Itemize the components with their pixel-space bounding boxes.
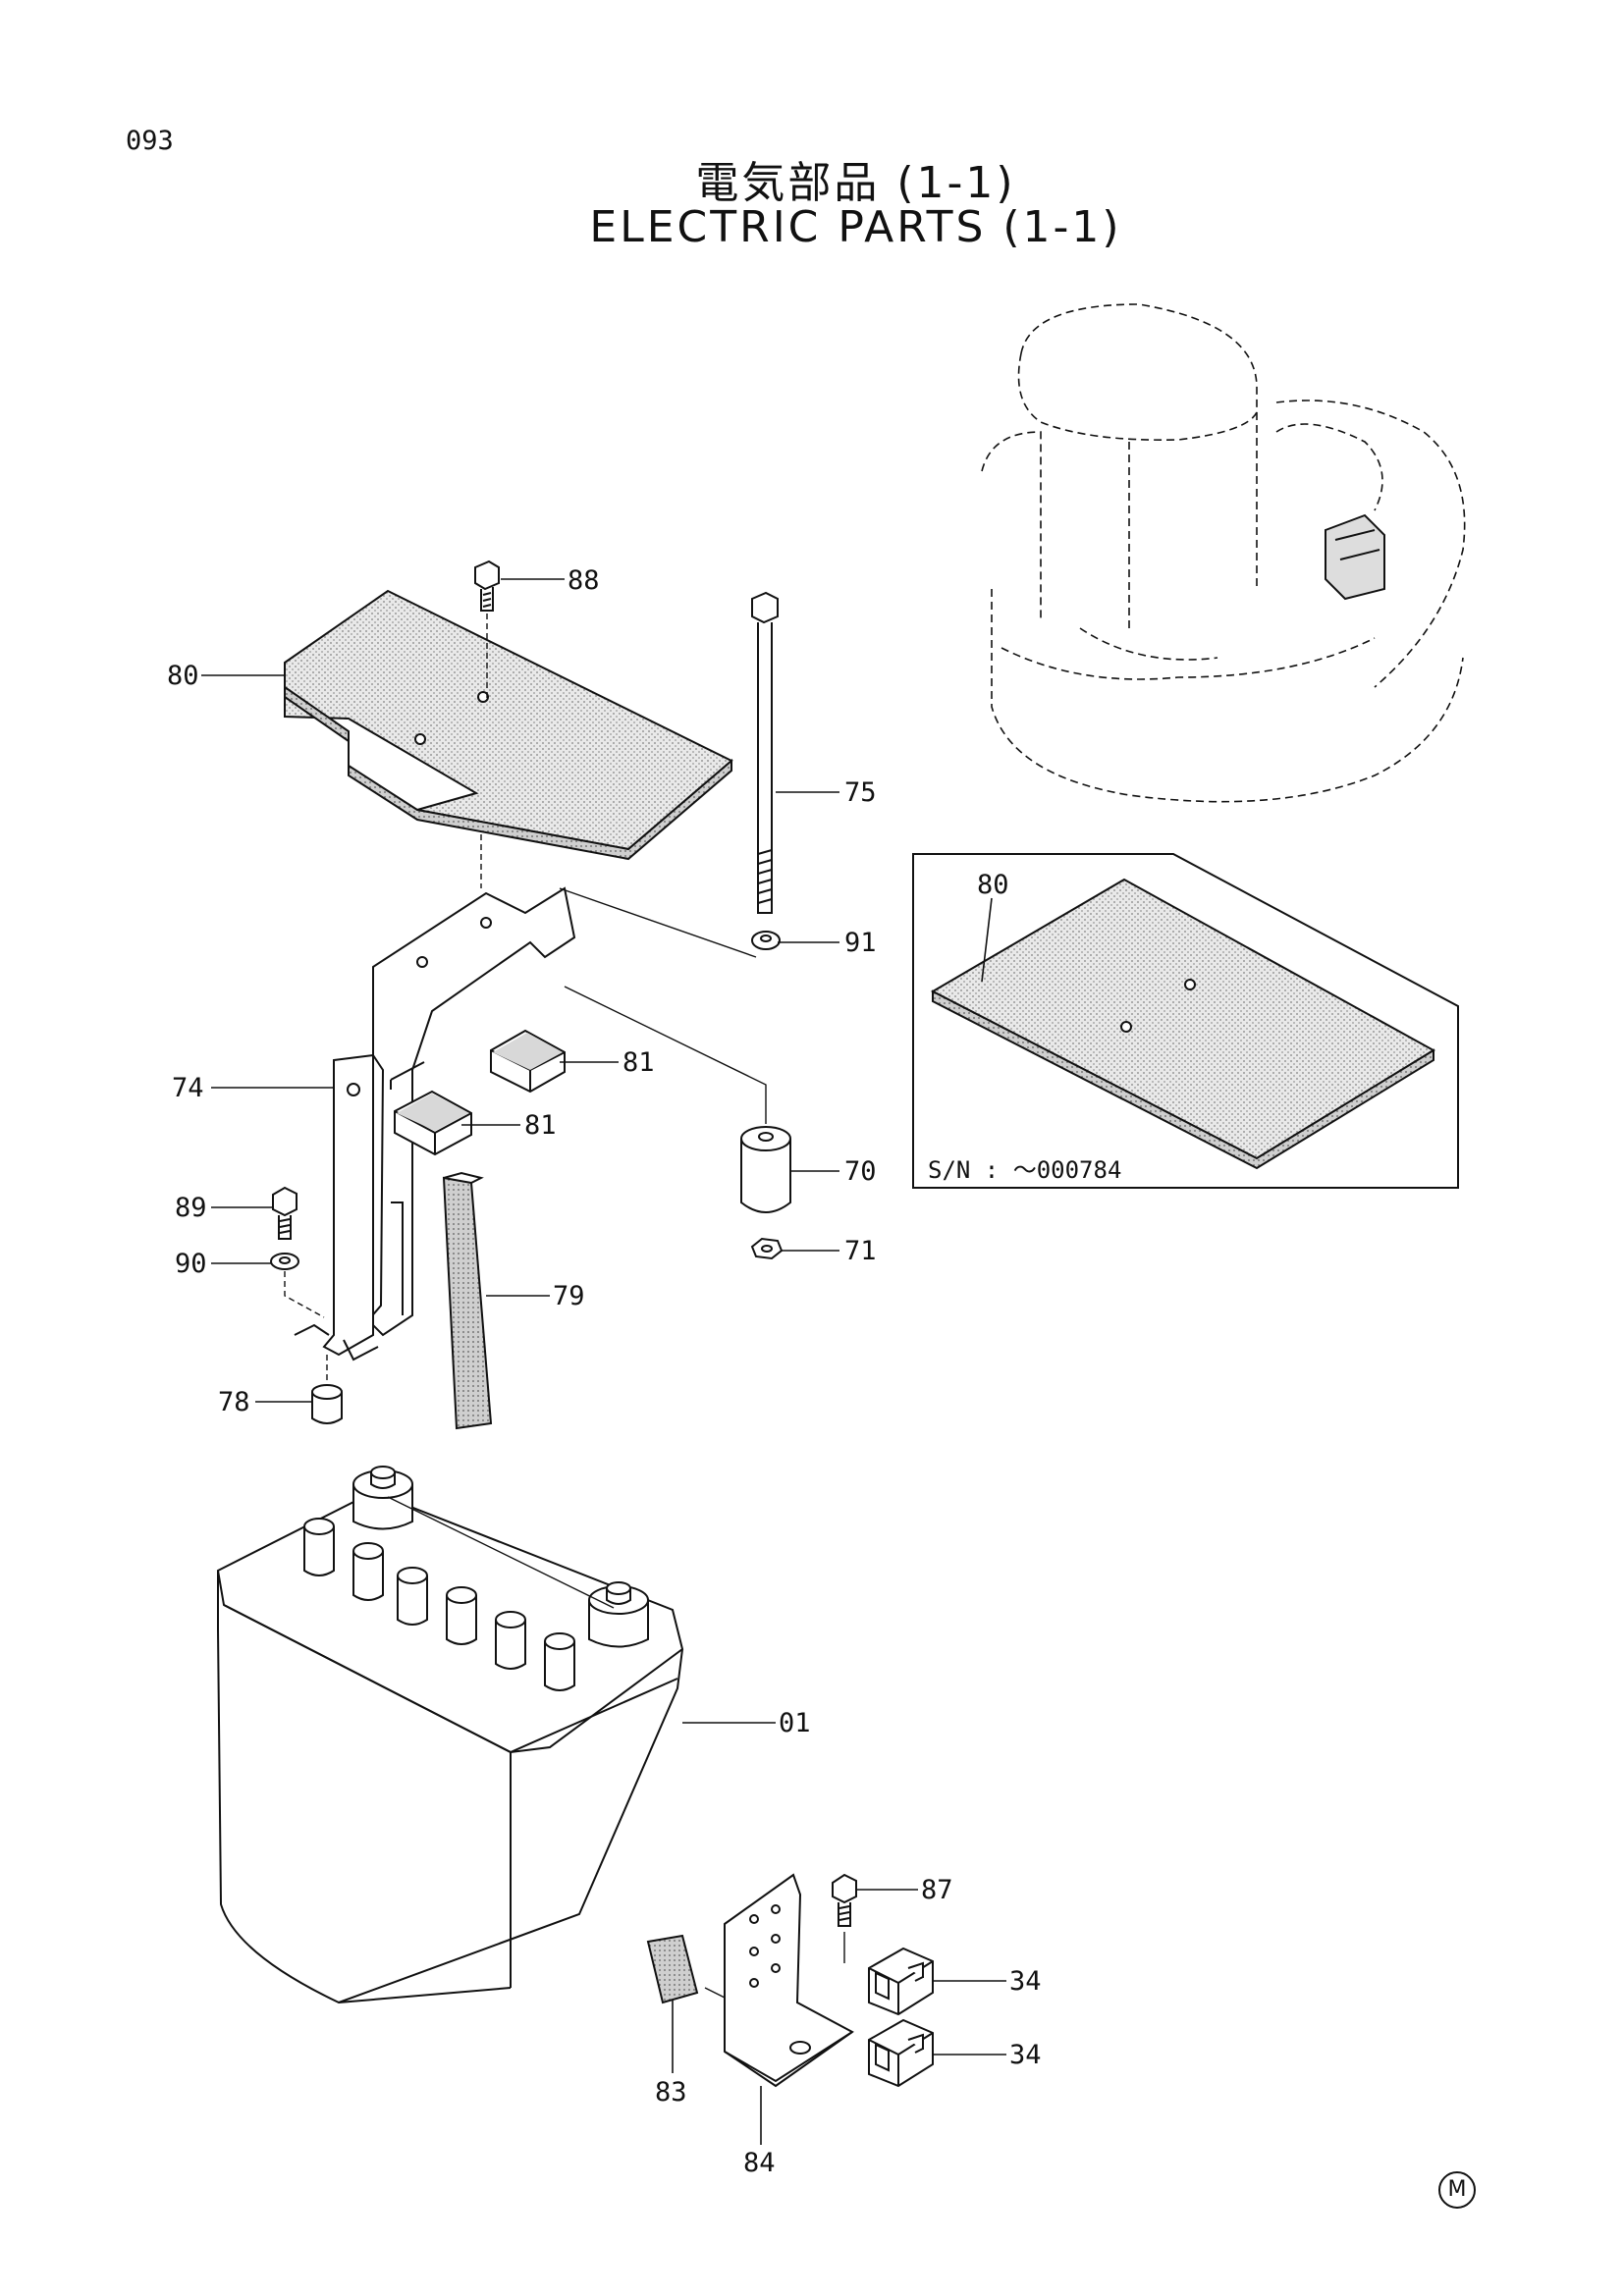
part-71-nut [750, 1237, 784, 1260]
part-34-connector-upper [868, 1947, 934, 2016]
footer-m-mark: M [1438, 2171, 1476, 2209]
callout-70: 70 [844, 1156, 877, 1187]
page-number: 093 [126, 126, 174, 156]
part-74-bracket [294, 886, 576, 1362]
leader-bracket-70 [564, 986, 767, 1124]
callout-81-upper: 81 [622, 1047, 655, 1078]
page-title-english: ELECTRIC PARTS (1-1) [589, 202, 1122, 252]
part-91-washer [751, 931, 781, 950]
callout-74: 74 [172, 1073, 204, 1103]
part-75-long-bolt [751, 591, 779, 914]
machine-battery-highlight [1325, 513, 1385, 601]
part-83-pad [646, 1934, 699, 2004]
part-81-rubber-block-upper [490, 1029, 566, 1094]
part-81-rubber-block-lower [394, 1090, 472, 1156]
part-79-rubber-strip [442, 1171, 493, 1430]
callout-80-inset: 80 [977, 870, 1009, 900]
part-80-battery-mat [284, 589, 733, 861]
callout-34-lower: 34 [1009, 2040, 1042, 2070]
callout-01: 01 [779, 1708, 811, 1738]
callout-34-upper: 34 [1009, 1966, 1042, 1997]
part-70-spacer [740, 1126, 791, 1213]
callout-90: 90 [175, 1249, 207, 1279]
callout-84: 84 [743, 2148, 776, 2178]
callout-83: 83 [655, 2077, 687, 2108]
callout-91: 91 [844, 928, 877, 958]
leader-lines [201, 578, 1006, 2145]
leader-bracket-91 [559, 887, 757, 958]
callout-75: 75 [844, 777, 877, 808]
inset-serial-label: S/N : ～000784 [928, 1156, 1121, 1184]
part-88-bolt [474, 560, 500, 702]
callout-87: 87 [921, 1875, 953, 1905]
callout-78: 78 [218, 1387, 250, 1417]
part-89-bolt [272, 1186, 298, 1240]
battery-mat-inset [930, 878, 1435, 1170]
callout-71: 71 [844, 1236, 877, 1266]
part-84-bracket [704, 1873, 854, 2088]
callout-89: 89 [175, 1193, 207, 1223]
page-title-japanese: 電気部品 (1-1) [695, 158, 1016, 208]
callout-81-lower: 81 [524, 1110, 557, 1141]
part-78-collar [311, 1355, 343, 1424]
part-87-bolt [832, 1873, 857, 1963]
part-01-battery [216, 1466, 684, 2004]
part-34-connector-lower [868, 2018, 934, 2088]
callout-79: 79 [553, 1281, 585, 1311]
callout-88: 88 [568, 565, 600, 596]
machine-overview-drawing [981, 303, 1466, 803]
callout-80: 80 [167, 661, 199, 691]
inset-earlier-serial [912, 853, 1459, 1189]
part-90-washer [270, 1253, 325, 1318]
